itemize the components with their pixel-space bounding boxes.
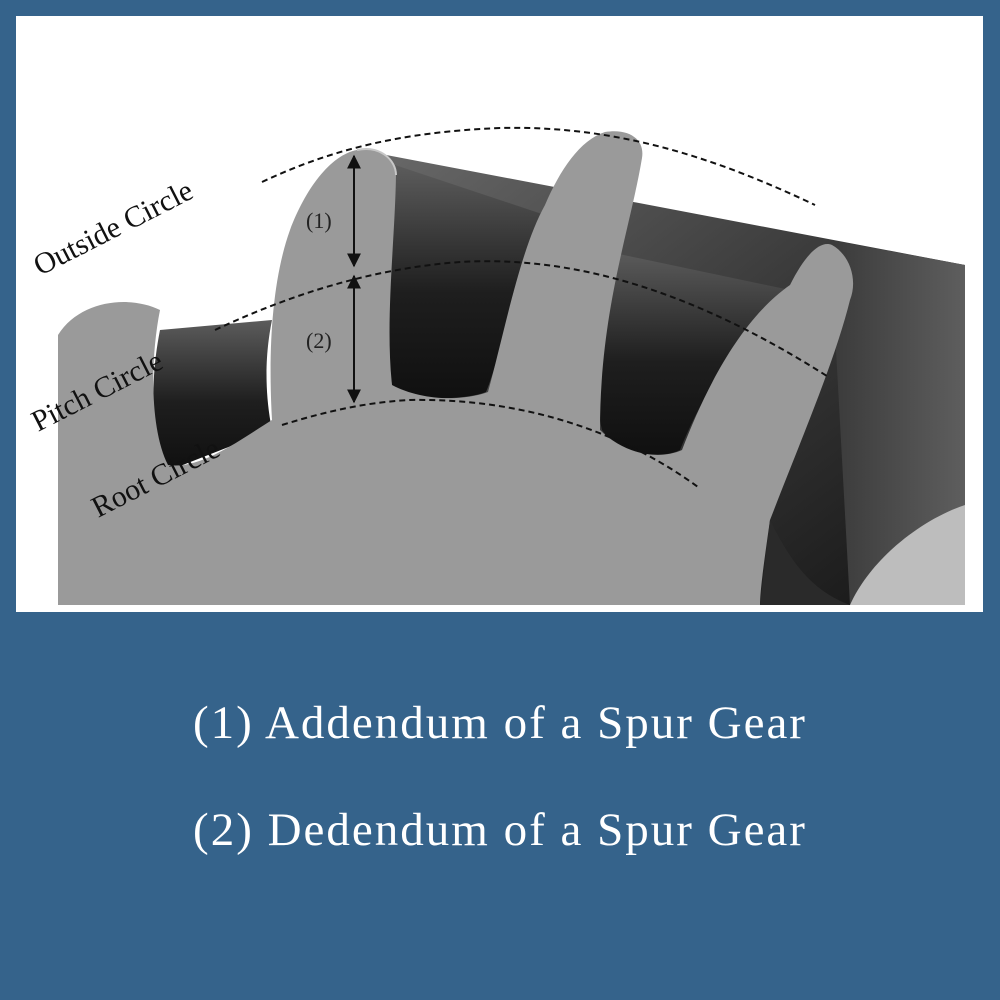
gear-bore-shadow bbox=[850, 505, 965, 605]
root-circle-line bbox=[281, 398, 699, 488]
outside-circle-line bbox=[261, 126, 816, 206]
tooth-gap-2 bbox=[386, 165, 545, 399]
spur-gear-diagram: (1) (2) Outside Circle Pitch Circle Root… bbox=[26, 126, 965, 605]
tooth-gap-1 bbox=[153, 320, 272, 470]
gear-face bbox=[58, 131, 854, 605]
tooth-top-highlight bbox=[356, 148, 397, 176]
caption-addendum: (1) Addendum of a Spur Gear bbox=[193, 697, 807, 749]
addendum-marker: (1) bbox=[306, 208, 332, 233]
caption-block: (1) Addendum of a Spur Gear (2) Dedendum… bbox=[0, 700, 1000, 854]
pitch-circle-line bbox=[214, 260, 831, 379]
outside-circle-label: Outside Circle bbox=[28, 174, 198, 282]
caption-dedendum: (2) Dedendum of a Spur Gear bbox=[193, 804, 807, 856]
tooth-gap-3 bbox=[595, 250, 790, 455]
dedendum-marker: (2) bbox=[306, 328, 332, 353]
gear-right-band bbox=[830, 240, 965, 605]
gear-diagram-panel: (1) (2) Outside Circle Pitch Circle Root… bbox=[16, 16, 983, 612]
gear-inner-ring bbox=[760, 520, 850, 605]
